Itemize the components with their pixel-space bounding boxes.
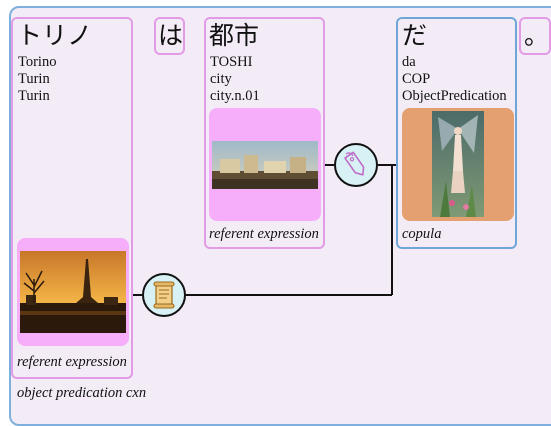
token-romaji: da xyxy=(402,54,416,70)
token-sense: Turin xyxy=(18,88,50,104)
turin-skyline-picture xyxy=(20,251,126,333)
token-info: da COP ObjectPredication xyxy=(402,54,507,105)
fairy-painting xyxy=(432,111,484,217)
token-box-wa: は xyxy=(154,17,185,55)
scroll-icon xyxy=(153,281,175,309)
image-pad xyxy=(209,108,321,221)
token-box-period: 。 xyxy=(519,17,551,55)
token-gloss: city xyxy=(210,71,232,87)
token-gloss: Turin xyxy=(18,71,50,87)
token-gloss: COP xyxy=(402,71,431,87)
token-surface: トリノ xyxy=(17,21,93,50)
tag-connector[interactable] xyxy=(334,143,378,187)
token-role: copula xyxy=(402,226,442,242)
token-role: referent expression xyxy=(209,226,319,242)
image-pad xyxy=(17,238,129,346)
token-box-toshi: 都市 TOSHI city city.n.01 referent express… xyxy=(204,17,325,249)
token-sense: ObjectPredication xyxy=(402,88,507,104)
token-surface: だ xyxy=(402,21,428,50)
token-romaji: TOSHI xyxy=(210,54,253,70)
image-pad xyxy=(402,108,514,221)
city-ruins-painting xyxy=(212,141,318,189)
token-role: referent expression xyxy=(17,354,127,370)
token-sense: city.n.01 xyxy=(210,88,260,104)
token-info: Torino Turin Turin xyxy=(18,54,56,105)
token-box-torino: トリノ Torino Turin Turin referent expressi… xyxy=(11,17,133,379)
scroll-connector[interactable] xyxy=(142,273,186,317)
connector-lines xyxy=(130,164,398,296)
token-box-da: だ da COP ObjectPredication copula xyxy=(396,17,517,249)
construction-label: object predication cxn xyxy=(17,385,147,401)
token-surface: 。 xyxy=(524,21,550,50)
token-info: TOSHI city city.n.01 xyxy=(210,54,260,105)
token-surface: は xyxy=(158,21,184,50)
tag-icon xyxy=(344,151,365,176)
token-surface: 都市 xyxy=(209,21,260,50)
token-romaji: Torino xyxy=(18,54,57,70)
